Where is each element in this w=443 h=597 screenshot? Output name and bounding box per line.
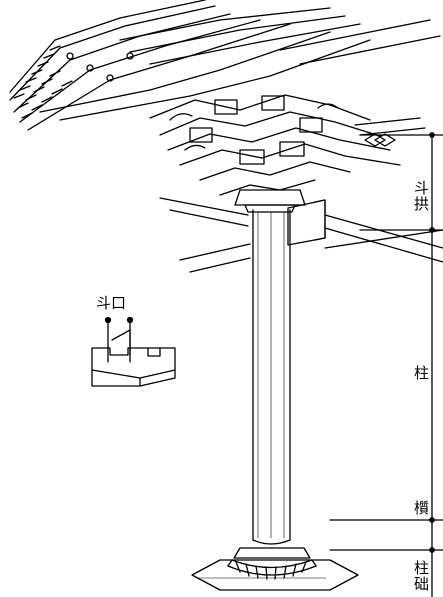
roof-eaves <box>9 0 441 131</box>
label-zhu: 柱 <box>412 365 430 381</box>
label-zhi: 櫍 <box>412 500 430 516</box>
dougong-bracket <box>149 94 426 213</box>
label-dougong: 斗拱 <box>412 180 430 212</box>
beam-block <box>287 199 326 246</box>
column-shaft <box>252 209 291 545</box>
column-base <box>191 547 359 591</box>
architrave-lines <box>159 197 443 273</box>
dimension-line <box>329 132 443 597</box>
label-doukou: 斗口 <box>96 294 127 312</box>
label-zhuchu: 柱础 <box>412 560 430 592</box>
doukou-inset <box>91 316 176 387</box>
